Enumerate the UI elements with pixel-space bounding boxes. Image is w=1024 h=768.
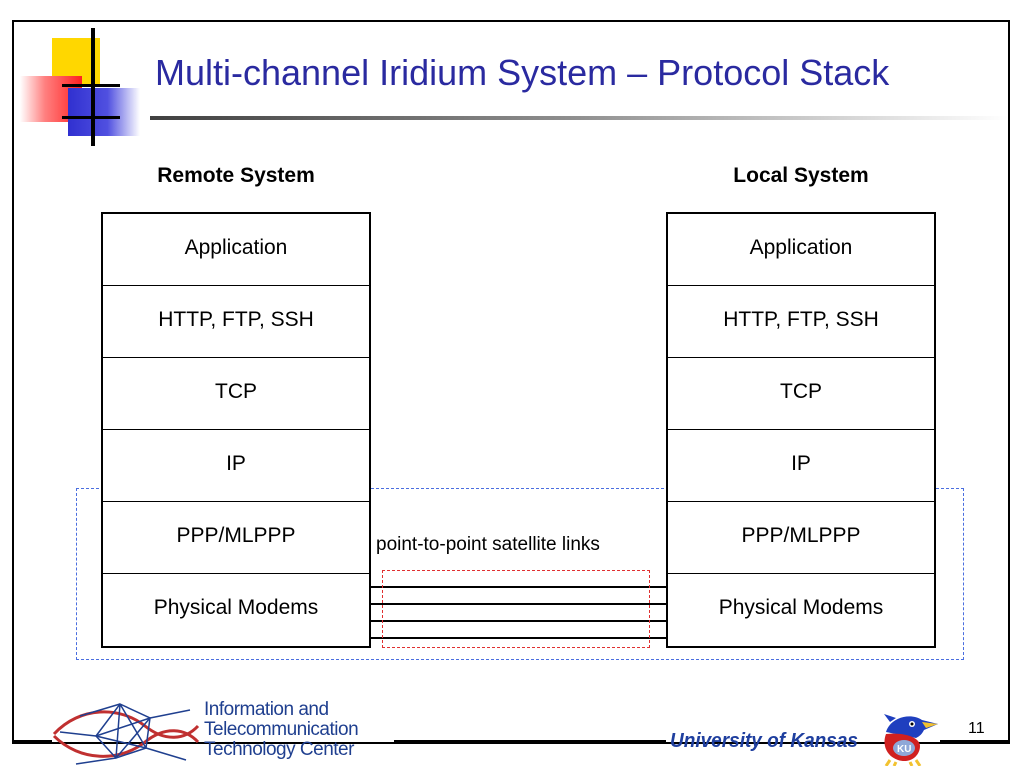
itc-line-1: Information and [204, 699, 329, 720]
link-layer-group-box [76, 488, 964, 660]
blue-square-decoration [68, 88, 140, 136]
remote-layer-ppp: PPP/MLPPP [103, 502, 369, 574]
slide-frame [12, 20, 1010, 744]
remote-layer-ip: IP [103, 430, 369, 502]
remote-system-label: Remote System [157, 164, 315, 187]
slide-title: Multi-channel Iridium System – Protocol … [155, 52, 890, 93]
vertical-line-decoration [91, 28, 95, 146]
local-layer-physical: Physical Modems [718, 596, 884, 619]
footer-rule [940, 740, 1010, 742]
jayhawk-logo-icon: KU [884, 714, 938, 766]
local-layer-ppp: PPP/MLPPP [668, 502, 934, 574]
footer-rule [12, 740, 52, 742]
satellite-links-label: point-to-point satellite links [376, 534, 600, 555]
local-layer-application: Application [668, 214, 934, 286]
itc-logo-icon [52, 703, 200, 765]
remote-protocol-stack: Application HTTP, FTP, SSH TCP IP PPP/ML… [101, 212, 371, 648]
local-layer-tcp: TCP [668, 358, 934, 430]
satellite-links-box [382, 570, 650, 648]
remote-layer-physical: Physical Modems [153, 596, 319, 619]
local-system-label: Local System [733, 164, 869, 187]
remote-layer-tcp: TCP [103, 358, 369, 430]
itc-line-2: Telecommunication [204, 719, 359, 740]
satellite-link-line [370, 586, 668, 588]
remote-layer-application: Application [103, 214, 369, 286]
remote-layer-http: HTTP, FTP, SSH [103, 286, 369, 358]
page-number: 11 [968, 720, 985, 737]
itc-name: Information and Telecommunication Techno… [204, 699, 359, 760]
jayhawk-badge-text: KU [897, 744, 911, 755]
horizontal-line-decoration [62, 116, 120, 119]
university-name: University of Kansas [670, 730, 858, 752]
local-layer-http: HTTP, FTP, SSH [668, 286, 934, 358]
satellite-link-line [370, 637, 668, 639]
horizontal-line-decoration [62, 84, 120, 87]
satellite-link-line [370, 603, 668, 605]
title-underline [150, 116, 1008, 120]
satellite-link-line [370, 620, 668, 622]
local-layer-ip: IP [668, 430, 934, 502]
footer-rule [394, 740, 666, 742]
local-protocol-stack: Application HTTP, FTP, SSH TCP IP PPP/ML… [666, 212, 936, 648]
itc-line-3: Technology Center [204, 739, 354, 760]
